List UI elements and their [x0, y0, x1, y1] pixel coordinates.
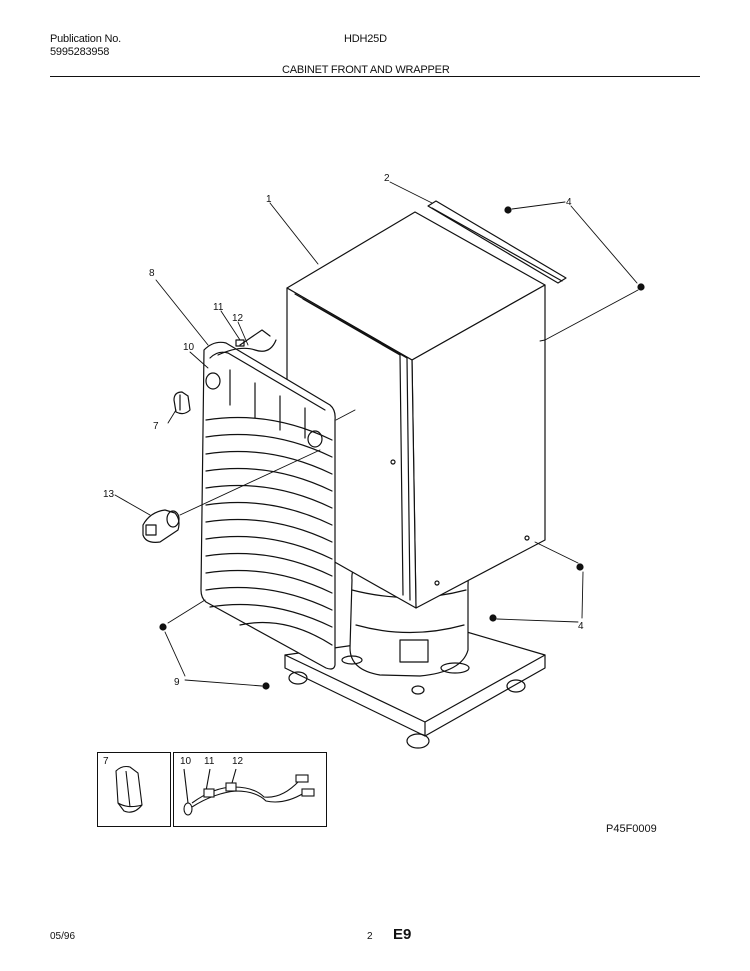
- front-grille: [200, 341, 336, 670]
- figure-code: P45F0009: [606, 823, 657, 835]
- knob-small: [173, 391, 191, 415]
- callout-1: 1: [266, 194, 272, 205]
- callout-10: 10: [183, 342, 195, 353]
- inset-knob-label: 7: [103, 756, 109, 767]
- callout-9: 9: [174, 677, 180, 688]
- callout-11: 11: [213, 302, 224, 313]
- inset-harness-label-11: 11: [204, 756, 215, 767]
- callout-labels: 1 2 4 4 7 8 9 10 11 12 13: [103, 173, 584, 688]
- callout-8: 8: [149, 268, 155, 279]
- callout-12: 12: [232, 313, 244, 324]
- knob-large: [142, 509, 180, 543]
- leader-lines: [114, 181, 639, 687]
- inset-harness: 10 11 12: [173, 752, 327, 827]
- section-title: CABINET FRONT AND WRAPPER: [282, 64, 450, 76]
- inset-harness-label-10: 10: [180, 756, 192, 767]
- screws: [159, 206, 645, 690]
- model-number: HDH25D: [344, 33, 387, 45]
- callout-4-bottom: 4: [578, 621, 584, 632]
- publication-label: Publication No.: [50, 33, 121, 45]
- inset-harness-drawing: [183, 768, 315, 816]
- callout-2: 2: [384, 173, 390, 184]
- publication-number: 5995283958: [50, 46, 110, 58]
- callout-4-top: 4: [566, 197, 572, 208]
- callout-13: 13: [103, 489, 115, 500]
- callout-7: 7: [153, 421, 159, 432]
- footer-date: 05/96: [50, 931, 76, 942]
- footer-page: 2: [367, 931, 373, 942]
- inset-harness-label-12: 12: [232, 756, 244, 767]
- wiring-harness: [217, 329, 277, 356]
- footer-code: E9: [393, 926, 412, 943]
- inset-knob: 7: [97, 752, 171, 827]
- top-strip: [427, 200, 567, 284]
- inset-knob-drawing: [115, 765, 143, 813]
- header-rule: [50, 76, 700, 77]
